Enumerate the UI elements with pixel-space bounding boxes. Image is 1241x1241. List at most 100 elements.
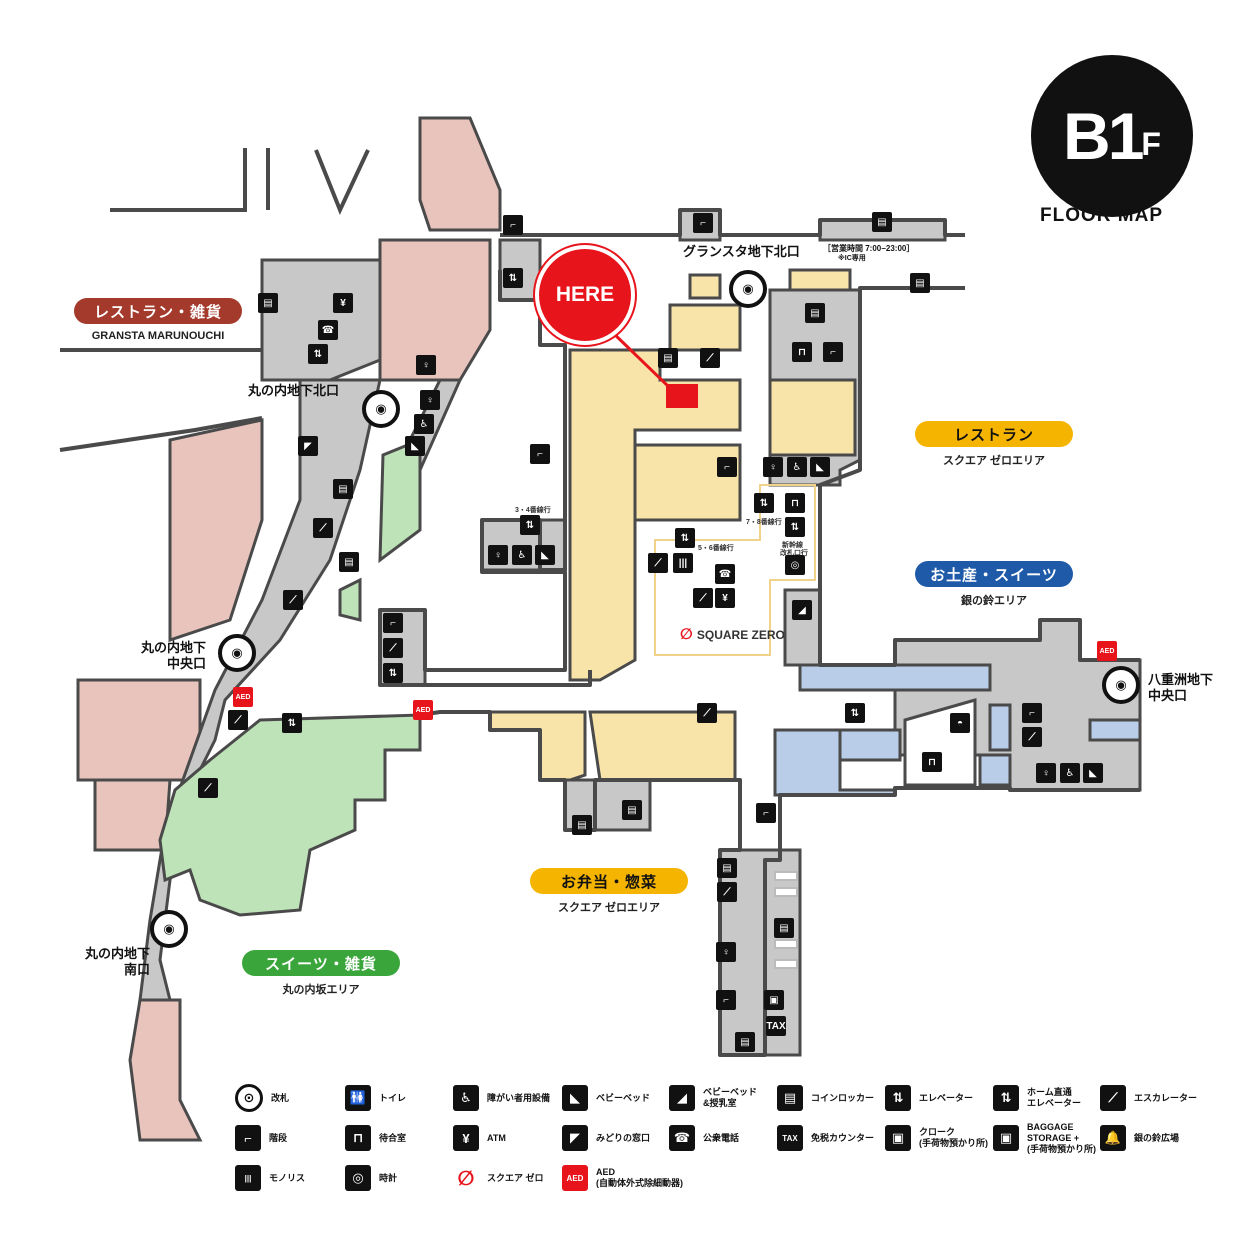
escalator-icon: ⟋ [383,638,403,658]
gate-marunouchi-north-icon: ◉ [362,390,400,428]
legend-label: 待合室 [379,1132,407,1143]
shinkansen-label: 新幹線 [782,542,803,549]
platform-elevator-icon: ⇅ [754,493,774,513]
silver-bell-icon: 🔔 [1100,1125,1126,1151]
escalator-icon: ⟋ [1100,1085,1126,1111]
stairs-icon: ⌐ [1022,703,1042,723]
square-zero-icon: ∅ [453,1165,479,1191]
legend-label: BAGGAGE STORAGE + (手荷物預かり所) [1027,1121,1096,1154]
cloak-icon: ▣ [764,990,784,1010]
coin-locker-icon: ▤ [910,273,930,293]
elevator-icon: ⇅ [675,528,695,548]
aed-icon: AED [1097,641,1117,661]
coin-locker-icon: ▤ [572,815,592,835]
legend-label: 障がい者用設備 [487,1092,551,1103]
coin-locker-icon: ▤ [339,552,359,572]
platform-56-label: 5・6番線行 [698,545,734,552]
toilet-icon: ♀ [763,457,783,477]
coin-locker-icon: ▤ [777,1085,803,1111]
gate-yaesu-central-icon: ◉ [1102,666,1140,704]
escalator-icon: ⟋ [198,778,218,798]
atm-icon: ¥ [333,293,353,313]
legend-label: 免税カウンター [811,1132,875,1143]
elevator-icon: ⇅ [282,713,302,733]
legend-label: クローク (手荷物預かり所) [919,1127,988,1148]
legend-item: ▣BAGGAGE STORAGE + (手荷物預かり所) [993,1121,1096,1154]
legend-label: モノリス [269,1172,306,1183]
coin-locker-icon: ▤ [622,800,642,820]
legend-item: |||モノリス [235,1163,305,1193]
atm-icon: ¥ [453,1125,479,1151]
stairs-icon: ⌐ [716,990,736,1010]
nursing-room-icon: ◢ [669,1085,695,1111]
coin-locker-icon: ▤ [805,303,825,323]
stairs-icon: ⌐ [823,342,843,362]
platform-elevator-icon: ⇅ [993,1085,1019,1111]
escalator-icon: ⟋ [283,590,303,610]
legend-label: スクエア ゼロ [487,1172,544,1183]
legend-item: ⌐階段 [235,1123,287,1153]
elevator-icon: ⇅ [503,268,523,288]
platform-78-label: 7・8番線行 [746,519,782,526]
toilet-icon: ♀ [416,355,436,375]
legend-label: 公衆電話 [703,1132,740,1143]
floor-map-caption: FLOOR MAP [1040,205,1163,226]
here-marker: HERE [535,245,635,345]
escalator-icon: ⟋ [717,882,737,902]
zone-restaurant-sub: スクエア ゼロエリア [942,455,1046,467]
gate-gransta-north-note: ※IC専用 [838,255,866,262]
public-phone-icon: ☎ [715,564,735,584]
tax-free-icon: TAX [766,1016,786,1036]
coin-locker-icon: ▤ [872,212,892,232]
stairs-icon: ⌐ [383,613,403,633]
stairs-icon: ⌐ [717,457,737,477]
coin-locker-icon: ▤ [658,348,678,368]
legend-label: AED (自動体外式除細動器) [596,1167,683,1188]
public-phone-icon: ☎ [318,320,338,340]
legend-item: 🚻トイレ [345,1083,406,1113]
legend-item: ¥ ATM [453,1123,506,1153]
monolith-icon: ||| [673,553,693,573]
aed-icon: AED [413,700,433,720]
gate-yaesu-central-line2: 中央口 [1148,688,1188,703]
accessible-toilet-icon: ♿ [1060,763,1080,783]
escalator-icon: ⟋ [697,703,717,723]
gate-marunouchi-north-label: 丸の内地下北口 [248,383,340,398]
aed-icon: AED [233,687,253,707]
baby-bed-icon: ◣ [405,436,425,456]
coin-locker-icon: ▤ [735,1032,755,1052]
legend-item: ▣クローク (手荷物預かり所) [885,1123,988,1153]
nursing-room-icon: ◢ [792,600,812,620]
silver-bell-icon: ◓ [950,713,970,733]
zone-gransta-marunouchi: レストラン・雑貨 [74,298,242,324]
waiting-room-icon: ⊓ [785,493,805,513]
legend-label: ATM [487,1132,506,1143]
gate-gransta-north-icon: ◉ [729,270,767,308]
legend-item: ◢ ベビーベッド &授乳室 [669,1083,757,1113]
zone-restaurant: レストラン [915,421,1073,447]
legend-label: トイレ [379,1092,407,1103]
toilet-icon: ♀ [420,390,440,410]
legend-label: コインロッカー [811,1092,875,1103]
legend-label: ベビーベッド &授乳室 [703,1087,758,1108]
elevator-icon: ⇅ [383,663,403,683]
baby-bed-icon: ◣ [810,457,830,477]
floor-suffix: F [1141,125,1161,162]
gate-marunouchi-south-line2: 南口 [123,962,150,977]
legend-label: エスカレーター [1134,1092,1198,1103]
waiting-room-icon: ⊓ [345,1125,371,1151]
legend-label: みどりの窓口 [596,1132,651,1143]
aed-icon: AED [562,1165,588,1191]
gate-marunouchi-central-line2: 中央口 [166,656,206,671]
coin-locker-icon: ▤ [333,479,353,499]
gate-marunouchi-central-line1: 丸の内地下 [140,640,206,655]
legend-label: 階段 [269,1132,288,1143]
baby-bed-icon: ◣ [535,545,555,565]
accessible-toilet-icon: ♿ [453,1085,479,1111]
accessible-toilet-icon: ♿ [512,545,532,565]
ticket-office-icon: ◤ [562,1125,588,1151]
platform-34-label: 3・4番線行 [515,507,551,514]
shinkansen-gate-label: 改札口行 [780,550,808,557]
gate-gransta-north-hours: ［営業時間 7:00−23:00］ [823,244,915,253]
